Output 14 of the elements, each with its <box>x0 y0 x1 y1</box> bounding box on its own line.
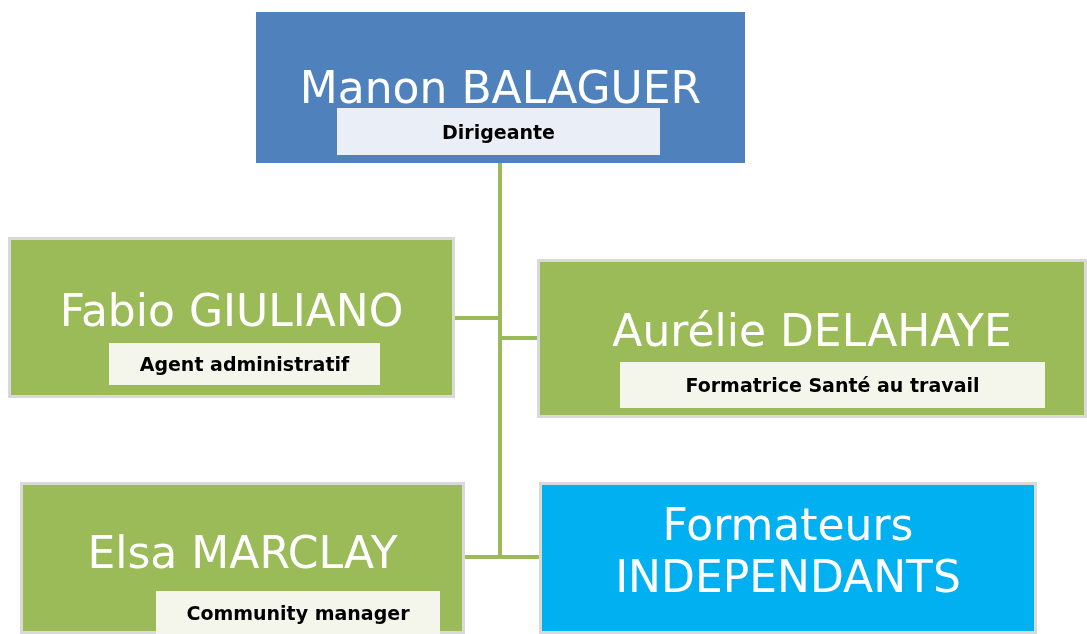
person-box <box>537 259 1087 418</box>
person-name: Fabio GIULIANO <box>58 285 405 337</box>
person-name: Formateurs INDEPENDANTS <box>614 499 962 603</box>
job-title: Agent administratif <box>109 343 380 385</box>
job-title: Community manager <box>156 591 440 634</box>
person-name: Elsa MARCLAY <box>86 527 399 579</box>
job-title: Dirigeante <box>337 108 660 155</box>
job-title: Formatrice Santé au travail <box>620 362 1045 408</box>
connector-line <box>498 163 539 559</box>
person-box <box>8 237 455 398</box>
person-box <box>256 12 745 163</box>
person-name: Aurélie DELAHAYE <box>611 305 1013 357</box>
person-box <box>539 482 1037 634</box>
person-box <box>20 482 465 634</box>
